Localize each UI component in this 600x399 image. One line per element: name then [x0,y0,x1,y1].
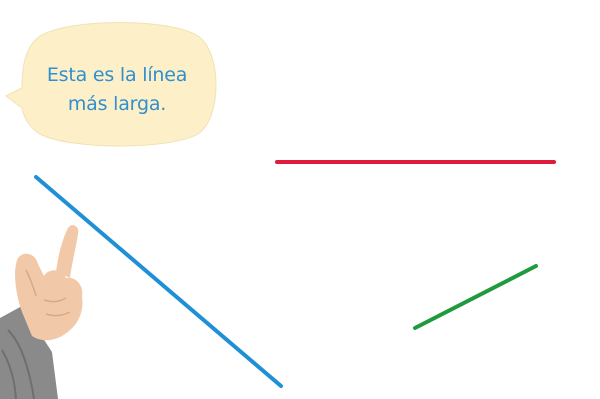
speech-bubble-line-2: más larga. [67,93,167,115]
pointing-hand-icon [0,225,83,399]
index-finger [56,225,79,278]
sleeve-fold [1,349,17,399]
speech-bubble-shape [5,22,217,147]
blue-line [34,175,283,388]
sleeve [0,306,58,399]
finger-crease [45,311,71,317]
speech-bubble-text: Esta es la línea más larga. [22,61,212,119]
speech-bubble-line-1: Esta es la línea [46,64,188,86]
finger-crease [43,297,67,303]
thumb-crease [25,269,37,297]
hand-palm [15,253,83,341]
speech-bubble [5,22,217,147]
sleeve-fold [7,329,35,399]
green-line [413,264,538,330]
